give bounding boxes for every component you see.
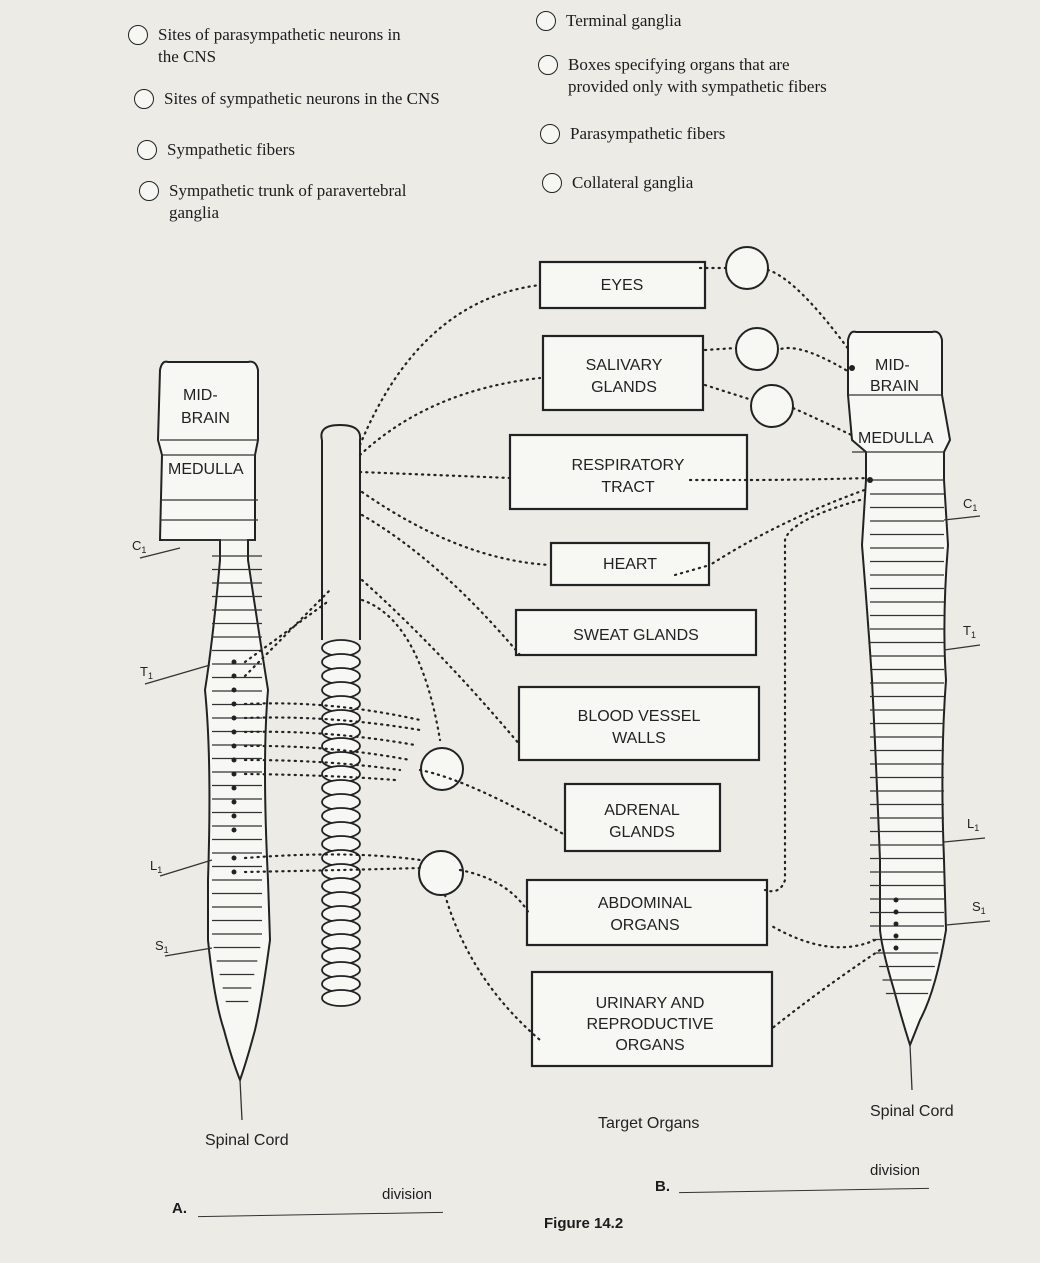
organ-label: REPRODUCTIVE	[586, 1016, 713, 1033]
radio-button[interactable]	[542, 173, 562, 193]
right-midbrain-label: BRAIN	[870, 378, 919, 395]
organ-sweat-glands: SWEAT GLANDS	[514, 608, 758, 657]
radio-button[interactable]	[540, 124, 560, 144]
radio-button[interactable]	[137, 140, 157, 160]
legend-sympathetic-sites[interactable]: Sites of sympathetic neurons in the CNS	[134, 88, 440, 110]
legend-label: Parasympathetic fibers	[570, 124, 726, 143]
left-midbrain-label: MID-	[183, 387, 218, 404]
right-spinal-cord-caption: Spinal Cord	[870, 1103, 954, 1120]
blank-b: B. division	[655, 1162, 945, 1195]
left-l1-label: L1	[150, 858, 162, 875]
organ-label: URINARY AND	[596, 995, 705, 1012]
terminal-ganglia	[725, 246, 794, 428]
legend-label: Collateral ganglia	[572, 173, 694, 192]
radio-button[interactable]	[538, 55, 558, 75]
organ-urinary-reproductive: URINARY AND REPRODUCTIVE ORGANS	[530, 970, 774, 1068]
legend-terminal-ganglia[interactable]: Terminal ganglia	[536, 10, 681, 32]
organ-label: RESPIRATORY	[572, 457, 685, 474]
organ-label: EYES	[601, 277, 644, 294]
sympathetic-trunk-chain	[320, 423, 362, 1007]
sympathetic-fibers	[243, 283, 567, 1042]
ganglia-beads	[321, 639, 361, 1007]
right-l1-label: L1	[967, 816, 979, 833]
right-spinal-cord: MID- BRAIN MEDULLA C1 T1 L1 S1 Spinal Co…	[847, 330, 991, 1120]
organ-blood-vessel-walls: BLOOD VESSEL WALLS	[517, 685, 761, 762]
segment-lines	[870, 493, 944, 995]
legend-sympathetic-trunk[interactable]: Sympathetic trunk of paravertebral gangl…	[139, 180, 406, 224]
organ-label: HEART	[603, 556, 657, 573]
left-spinal-cord: MID- BRAIN MEDULLA C1 T1 L1 S1 Spinal Co…	[132, 360, 289, 1149]
left-spinal-cord-caption: Spinal Cord	[205, 1132, 289, 1149]
collateral-ganglia	[418, 747, 464, 896]
right-s1-label: S1	[972, 899, 986, 916]
sympathetic-neuron-dots	[231, 659, 237, 875]
legend-collateral-ganglia[interactable]: Collateral ganglia	[542, 172, 693, 194]
left-s1-label: S1	[155, 938, 169, 955]
segment-lines	[212, 555, 262, 1003]
organ-label: GLANDS	[591, 379, 657, 396]
organ-respiratory-tract: RESPIRATORY TRACT	[508, 433, 749, 511]
legend-label: Boxes specifying organs that are provide…	[568, 55, 827, 96]
organ-label: WALLS	[612, 730, 666, 747]
left-c1-label: C1	[132, 538, 146, 555]
right-medulla-label: MEDULLA	[858, 430, 934, 447]
left-midbrain-label: BRAIN	[181, 410, 230, 427]
radio-button[interactable]	[536, 11, 556, 31]
organ-label: BLOOD VESSEL	[578, 708, 701, 725]
legend-parasympathetic-sites[interactable]: Sites of parasympathetic neurons in the …	[128, 24, 401, 68]
right-t1-label: T1	[963, 623, 976, 640]
right-midbrain-label: MID-	[875, 357, 910, 374]
blank-b-division-label: division	[870, 1162, 921, 1179]
organ-label: SALIVARY	[586, 357, 663, 374]
blank-a-division-label: division	[382, 1186, 433, 1203]
organ-eyes: EYES	[538, 260, 707, 310]
organ-abdominal-organs: ABDOMINAL ORGANS	[525, 878, 769, 947]
radio-button[interactable]	[128, 25, 148, 45]
organ-salivary-glands: SALIVARY GLANDS	[541, 334, 705, 412]
organ-label: ABDOMINAL	[598, 895, 692, 912]
legend-label: Sites of sympathetic neurons in the CNS	[164, 89, 440, 108]
organ-label: ORGANS	[610, 917, 679, 934]
organ-heart: HEART	[549, 541, 711, 587]
legend-parasympathetic-fibers[interactable]: Parasympathetic fibers	[540, 123, 725, 145]
ganglion-bead	[321, 989, 361, 1007]
organ-adrenal-glands: ADRENAL GLANDS	[563, 782, 722, 853]
radio-button[interactable]	[134, 89, 154, 109]
target-organs-label: Target Organs	[598, 1115, 699, 1132]
organ-label: ADRENAL	[604, 802, 680, 819]
organ-label: TRACT	[601, 479, 655, 496]
blank-b-letter: B.	[655, 1178, 670, 1195]
parasympathetic-neuron-dots	[849, 365, 899, 951]
radio-button[interactable]	[139, 181, 159, 201]
legend-label: Sympathetic trunk of paravertebral gangl…	[169, 181, 407, 222]
organ-label: GLANDS	[609, 824, 675, 841]
legend-label: Sympathetic fibers	[167, 140, 295, 159]
organ-label: SWEAT GLANDS	[573, 627, 699, 644]
blank-a-letter: A.	[172, 1200, 187, 1217]
figure-label: Figure 14.2	[544, 1215, 624, 1232]
legend-label: Terminal ganglia	[566, 11, 682, 30]
blank-a: A. division	[172, 1186, 452, 1218]
left-t1-label: T1	[140, 664, 153, 681]
organ-label: ORGANS	[615, 1037, 684, 1054]
legend-sympathetic-only-boxes[interactable]: Boxes specifying organs that are provide…	[538, 54, 827, 98]
left-medulla-label: MEDULLA	[168, 461, 244, 478]
legend-label: Sites of parasympathetic neurons in the …	[158, 25, 401, 66]
right-c1-label: C1	[963, 496, 977, 513]
legend-sympathetic-fibers[interactable]: Sympathetic fibers	[137, 139, 295, 161]
